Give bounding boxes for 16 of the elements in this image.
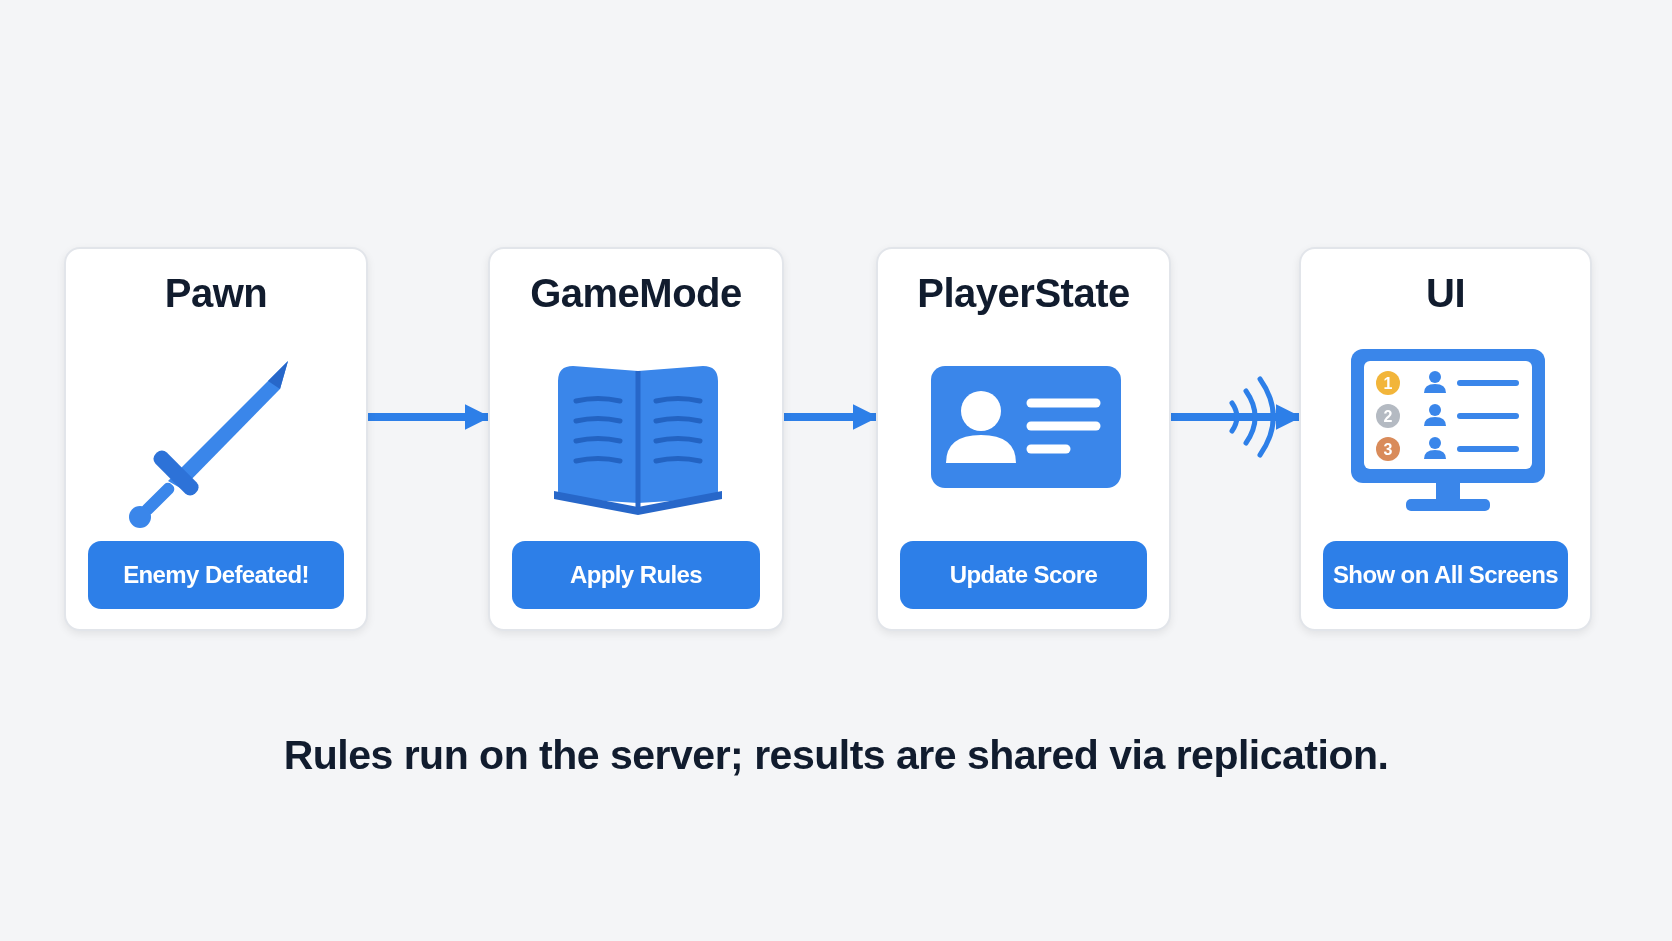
- caption: Rules run on the server; results are shared via replication.: [282, 732, 1390, 779]
- action-label: Update Score: [900, 541, 1147, 609]
- card-title: Pawn: [163, 271, 269, 316]
- card-title: PlayerState: [916, 271, 1131, 316]
- card-title: UI: [1425, 271, 1466, 316]
- action-label: Enemy Defeated!: [88, 541, 344, 609]
- card-title: GameMode: [529, 271, 743, 316]
- process-card: [1299, 247, 1592, 631]
- action-label: Apply Rules: [512, 541, 760, 609]
- process-card: [488, 247, 784, 631]
- process-card: [64, 247, 368, 631]
- process-card: [876, 247, 1171, 631]
- rank-number: 3: [1383, 441, 1392, 458]
- rank-number: 2: [1383, 408, 1392, 425]
- rank-number: 1: [1383, 375, 1392, 392]
- action-label: Show on All Screens: [1323, 541, 1568, 609]
